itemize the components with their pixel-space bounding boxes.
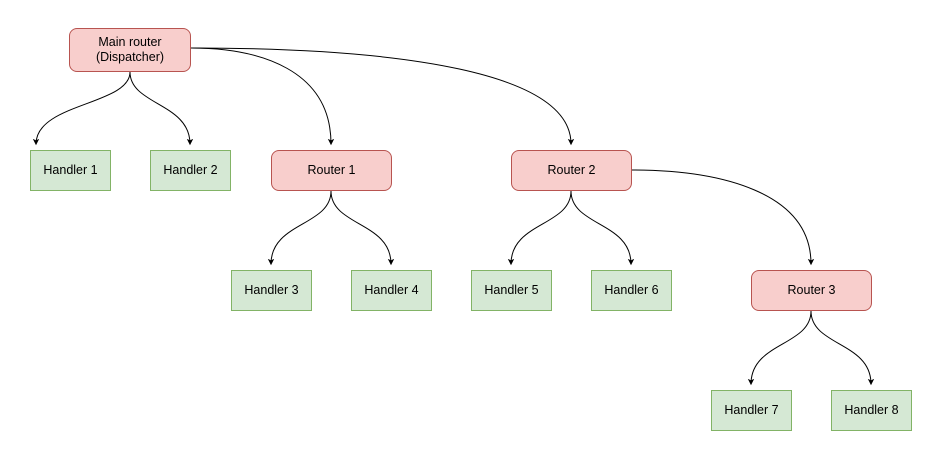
edge-router-2-to-handler-6 xyxy=(570,190,635,266)
edges-group xyxy=(32,47,875,386)
edge-main-to-handler-2 xyxy=(129,71,194,146)
node-label-handler-8: Handler 8 xyxy=(844,403,899,417)
node-handler-7[interactable]: Handler 7 xyxy=(711,390,792,431)
edge-main-to-handler-1 xyxy=(32,71,131,146)
node-main-router[interactable]: Main router (Dispatcher) xyxy=(69,28,191,72)
edge-router-1-to-handler-3 xyxy=(267,190,332,266)
edge-router-1-to-handler-4 xyxy=(330,190,395,266)
node-label-handler-5: Handler 5 xyxy=(484,283,539,297)
node-handler-5[interactable]: Handler 5 xyxy=(471,270,552,311)
edge-router-3-to-handler-8 xyxy=(810,310,875,386)
node-handler-2[interactable]: Handler 2 xyxy=(150,150,231,191)
node-label-handler-1: Handler 1 xyxy=(43,163,98,177)
node-label-handler-3: Handler 3 xyxy=(244,283,299,297)
node-router-1[interactable]: Router 1 xyxy=(271,150,392,191)
node-label-handler-2: Handler 2 xyxy=(163,163,218,177)
node-router-2[interactable]: Router 2 xyxy=(511,150,632,191)
node-handler-1[interactable]: Handler 1 xyxy=(30,150,111,191)
node-handler-3[interactable]: Handler 3 xyxy=(231,270,312,311)
edge-router-3-to-handler-7 xyxy=(747,310,812,386)
edge-main-to-router-2 xyxy=(190,47,575,146)
edge-router-2-to-router-3 xyxy=(631,169,815,266)
edge-main-to-router-1 xyxy=(190,47,335,146)
node-label-handler-7: Handler 7 xyxy=(724,403,779,417)
node-label-router-2: Router 2 xyxy=(547,163,596,177)
node-label-router-3: Router 3 xyxy=(787,283,836,297)
node-label-router-1: Router 1 xyxy=(307,163,356,177)
node-handler-8[interactable]: Handler 8 xyxy=(831,390,912,431)
node-handler-4[interactable]: Handler 4 xyxy=(351,270,432,311)
node-handler-6[interactable]: Handler 6 xyxy=(591,270,672,311)
node-router-3[interactable]: Router 3 xyxy=(751,270,872,311)
node-label-main-router: Main router (Dispatcher) xyxy=(95,35,165,64)
node-label-handler-4: Handler 4 xyxy=(364,283,419,297)
edge-router-2-to-handler-5 xyxy=(507,190,572,266)
node-label-handler-6: Handler 6 xyxy=(604,283,659,297)
